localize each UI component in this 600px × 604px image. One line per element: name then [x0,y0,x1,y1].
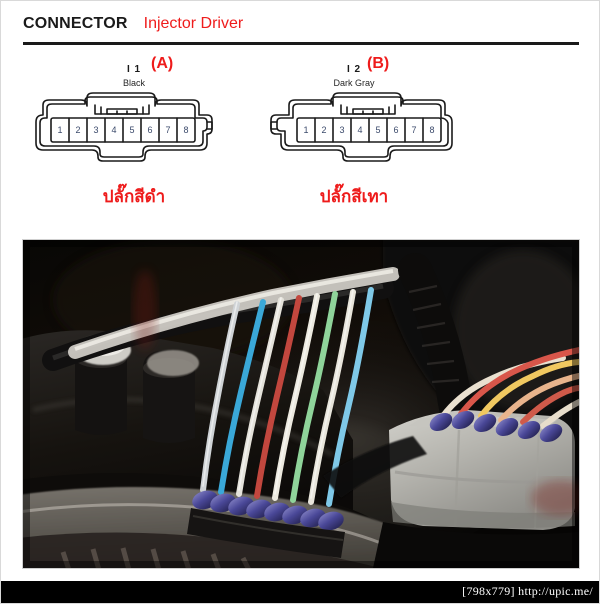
pin-label: 5 [129,125,134,135]
connector-a-pin-numbers: 1 2 3 4 5 6 7 8 [57,125,188,135]
header-divider [23,42,579,45]
page-title: CONNECTOR [23,15,128,32]
connector-a-svg: 1 2 3 4 5 6 7 8 [35,92,213,162]
pin-label: 3 [93,125,98,135]
page-subtitle: Injector Driver [143,15,244,32]
pin-label: 8 [429,125,434,135]
photo-illustration [23,240,579,568]
watermark-dimensions: [798x779] [462,584,515,598]
pin-label: 3 [339,125,344,135]
wiring-photograph [22,239,580,569]
connector-a-thai-label: ปลั๊กสีดำ [102,187,166,206]
connector-a-caption: I 1 Black (A) [29,55,239,89]
pin-label: 6 [393,125,398,135]
connector-b-svg: 1 2 3 4 5 6 7 8 [270,92,453,162]
pin-label: 2 [75,125,80,135]
connector-b-caption: I 2 Dark Gray (B) [249,55,459,89]
pin-label: 8 [183,125,188,135]
connector-diagram-a: I 1 Black (A) [29,55,239,219]
connector-a-code: I 1 [126,64,142,75]
connector-diagram-b: I 2 Dark Gray (B) [249,55,459,219]
connector-b-code: I 2 [346,64,362,75]
pin-label: 1 [303,125,308,135]
connector-b-body: 1 2 3 4 5 6 7 8 [249,89,459,169]
watermark-bar: [798x779] http://upic.me/ [1,581,599,603]
connector-b-color-name: Dark Gray [333,78,375,88]
pin-label: 7 [165,125,170,135]
connector-b-thai-label: ปลั๊กสีเทา [319,187,389,206]
connector-b-pin-numbers: 1 2 3 4 5 6 7 8 [303,125,434,135]
watermark-url: http://upic.me/ [518,584,593,598]
pin-label: 1 [57,125,62,135]
pin-label: 4 [111,125,116,135]
connector-a-letter: (A) [151,55,174,72]
pin-label: 6 [147,125,152,135]
pin-label: 2 [321,125,326,135]
connector-a-body: 1 2 3 4 5 6 7 8 [29,89,239,169]
connector-b-letter: (B) [367,55,390,72]
pin-label: 5 [375,125,380,135]
watermark-text: [798x779] http://upic.me/ [462,584,593,599]
pin-label: 4 [357,125,362,135]
connector-a-color-name: Black [122,78,145,88]
pin-label: 7 [411,125,416,135]
page-header: CONNECTOR Injector Driver [23,15,579,47]
